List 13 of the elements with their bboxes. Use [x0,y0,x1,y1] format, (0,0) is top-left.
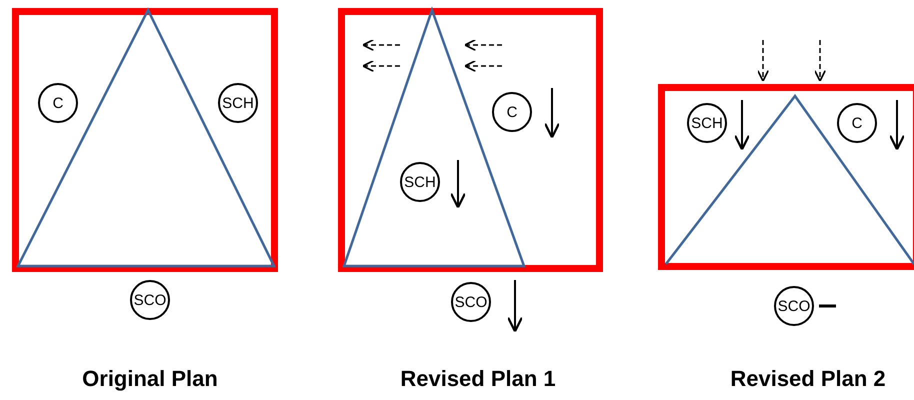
plan-frame [338,8,603,272]
constraint-circle: SCH [218,83,258,123]
plan-caption: Original Plan [82,366,218,392]
constraint-circle: SCH [687,103,727,143]
constraint-circle: SCO [451,282,491,322]
constraint-circle: SCH [400,162,440,202]
plan-caption: Revised Plan 2 [730,366,886,392]
constraint-circle: C [837,103,877,143]
constraint-circle: C [492,92,532,132]
constraint-circle: SCO [130,280,170,320]
constraint-circle: SCO [774,286,814,326]
plan-caption: Revised Plan 1 [400,366,556,392]
constraint-circle: C [38,83,78,123]
